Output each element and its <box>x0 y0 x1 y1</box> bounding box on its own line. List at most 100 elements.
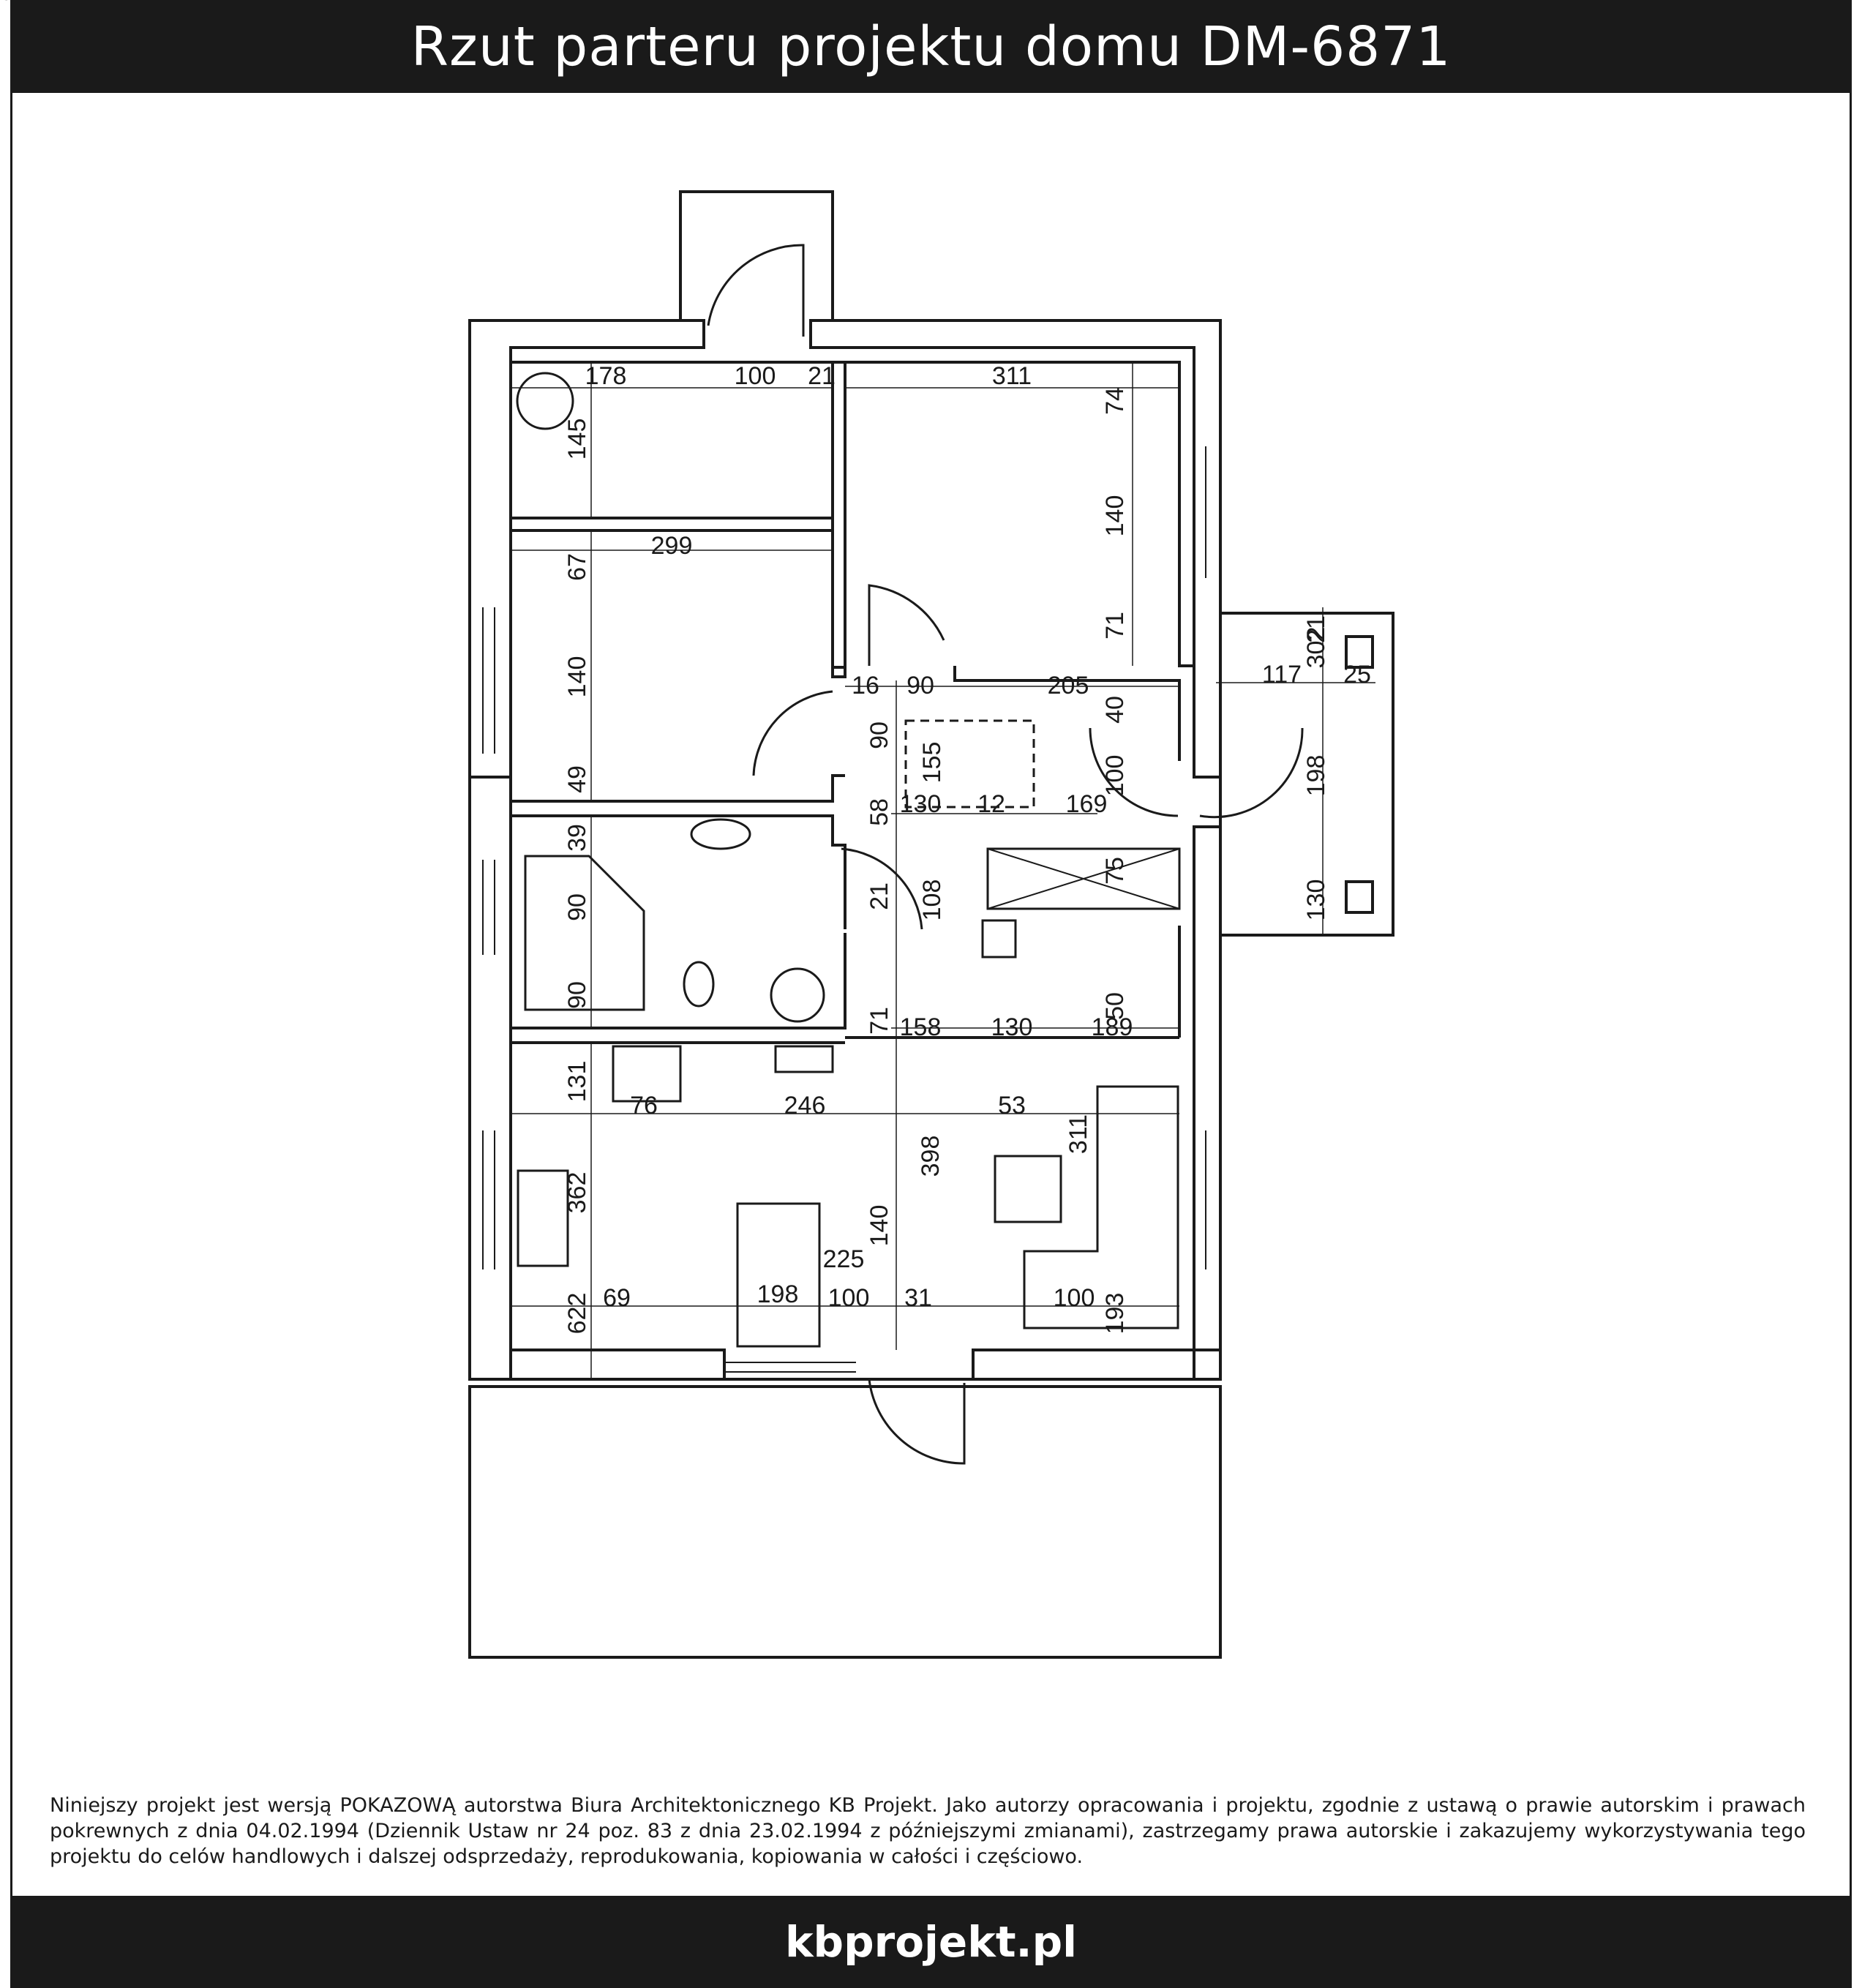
dimension-label: 40 <box>1101 696 1129 724</box>
entry-door-swing <box>707 244 805 337</box>
interior-wall <box>953 666 1181 761</box>
dining-table <box>736 1202 821 1348</box>
outer-wall <box>1193 825 1222 1381</box>
dimension-label: 90 <box>563 893 591 921</box>
terrace <box>468 1385 1222 1659</box>
dimension-label: 100 <box>1101 755 1129 797</box>
dimension-label: 90 <box>866 721 893 749</box>
dimension-label: 225 <box>823 1245 865 1273</box>
interior-wall <box>511 774 845 803</box>
dimension-label: 75 <box>1101 857 1129 885</box>
dimension-label: 67 <box>563 553 591 581</box>
dimension-label: 169 <box>1066 790 1108 818</box>
window <box>724 1362 856 1373</box>
door-swing <box>868 584 945 666</box>
dimension-label: 205 <box>1048 672 1089 699</box>
dimension-label: 140 <box>866 1205 893 1247</box>
dimension-label: 246 <box>784 1092 826 1119</box>
shower <box>516 372 574 430</box>
dimension-label: 53 <box>998 1092 1026 1119</box>
outer-wall <box>470 1349 1222 1381</box>
window <box>482 1130 495 1269</box>
dimension-label: 178 <box>585 362 627 390</box>
side-terrace <box>1219 612 1394 937</box>
dimension-label: 311 <box>992 362 1032 390</box>
dimension-label: 90 <box>563 981 591 1009</box>
dimension-label: 117 <box>1262 661 1302 689</box>
dimension-label: 362 <box>563 1172 591 1214</box>
page-title: Rzut parteru projektu domu DM-6871 <box>410 15 1452 78</box>
coffee-table <box>994 1155 1062 1223</box>
kitchen-stove <box>612 1045 682 1103</box>
side-column <box>1345 635 1374 669</box>
dimension-label: 74 <box>1101 387 1129 415</box>
stairs-void <box>986 847 1181 910</box>
dimension-label: 130 <box>900 790 942 818</box>
sofa <box>1023 1085 1179 1329</box>
dimension-label: 90 <box>906 672 934 699</box>
window <box>482 860 495 955</box>
dimension-label: 140 <box>1101 495 1129 537</box>
dimension-label: 16 <box>852 672 879 699</box>
dimension-label: 21 <box>1302 615 1330 643</box>
dimension-label: 140 <box>563 656 591 698</box>
dimension-label: 130 <box>1302 879 1330 921</box>
washbasin <box>690 818 751 850</box>
dimension-label: 622 <box>563 1293 591 1335</box>
site-link[interactable]: kbprojekt.pl <box>784 1917 1077 1967</box>
door-swing <box>868 1379 966 1465</box>
dimension-label: 49 <box>563 765 591 793</box>
skylight <box>904 719 1035 809</box>
dimension-label: 39 <box>563 824 591 852</box>
side-column <box>1345 880 1374 914</box>
door-swing <box>752 690 833 776</box>
dimension-label: 25 <box>1343 661 1371 689</box>
dimension-label: 100 <box>735 362 776 390</box>
interior-wall <box>511 361 834 519</box>
entry-porch <box>679 190 834 322</box>
interior-wall <box>511 1036 1179 1044</box>
bathtub <box>524 855 645 1011</box>
toilet <box>683 961 715 1008</box>
dimension-label: 130 <box>991 1013 1033 1041</box>
dimension-label: 311 <box>1065 1114 1092 1154</box>
dimension-label: 58 <box>866 798 893 826</box>
dimension-label: 198 <box>757 1280 799 1308</box>
dimension-label: 189 <box>1092 1013 1133 1041</box>
dimension-line <box>511 387 1375 1307</box>
dimension-label: 100 <box>828 1284 870 1312</box>
dimension-label: 21 <box>866 882 893 910</box>
washing-machine <box>770 967 825 1023</box>
dimension-label: 76 <box>630 1092 658 1119</box>
dimension-label: 155 <box>918 742 946 784</box>
copyright-disclaimer: Niniejszy projekt jest wersją POKAZOWĄ a… <box>50 1794 1806 1868</box>
dimension-label: 131 <box>563 1061 591 1103</box>
dimension-label: 193 <box>1101 1293 1129 1335</box>
door-swing <box>1089 727 1304 819</box>
dimension-label: 50 <box>1101 992 1129 1020</box>
footer-bar: kbprojekt.pl <box>10 1896 1852 1988</box>
dimension-label: 158 <box>900 1013 942 1041</box>
fireplace <box>981 919 1017 959</box>
dimension-line <box>590 362 1324 1379</box>
dimension-label: 398 <box>917 1136 945 1177</box>
stairs-void <box>987 848 1180 909</box>
window <box>1193 1130 1206 1269</box>
dimension-label: 12 <box>977 790 1005 818</box>
window <box>1193 446 1206 578</box>
dimension-label: 31 <box>904 1284 932 1312</box>
interior-wall <box>511 933 846 1029</box>
dimension-label: 198 <box>1302 755 1330 797</box>
dimension-label: 71 <box>1101 612 1129 639</box>
kitchen-sink <box>517 1169 569 1267</box>
dimension-label: 21 <box>808 362 836 390</box>
interior-wall <box>511 814 846 929</box>
dimension-label: 145 <box>563 419 591 460</box>
window <box>482 607 495 754</box>
dimension-label: 299 <box>651 532 693 560</box>
dimension-label: 69 <box>603 1284 631 1312</box>
dimension-label: 302 <box>1302 627 1330 669</box>
title-bar: Rzut parteru projektu domu DM-6871 <box>10 0 1852 93</box>
